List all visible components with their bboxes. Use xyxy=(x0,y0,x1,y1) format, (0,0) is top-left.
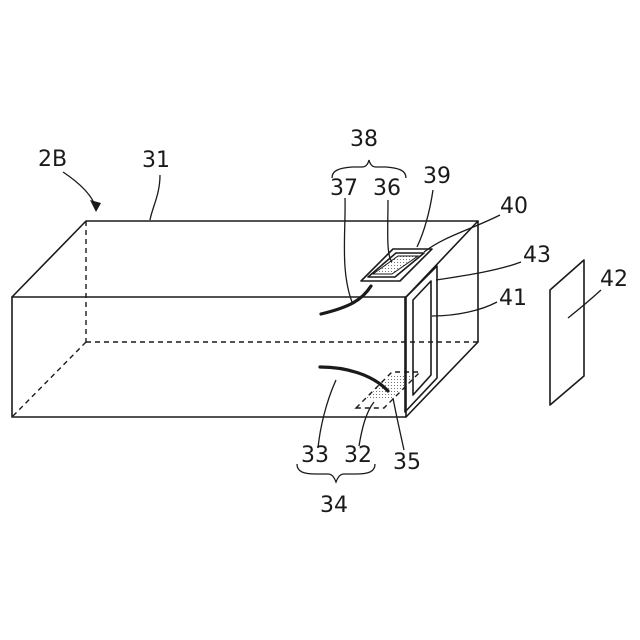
label-40: 40 xyxy=(500,194,528,219)
top-sensor xyxy=(321,249,432,314)
label-33: 33 xyxy=(301,443,329,468)
label-43: 43 xyxy=(523,243,551,268)
label-41: 41 xyxy=(499,286,527,311)
reference-labels: 2B 31 38 37 36 39 40 43 41 42 33 32 35 3… xyxy=(38,127,628,518)
label-32: 32 xyxy=(344,443,372,468)
label-36: 36 xyxy=(373,176,401,201)
window-pane xyxy=(413,281,431,395)
pad-fill xyxy=(366,374,419,398)
label-35: 35 xyxy=(393,450,421,475)
label-38: 38 xyxy=(350,127,378,152)
label-37: 37 xyxy=(330,176,358,201)
label-34: 34 xyxy=(320,493,348,518)
label-42: 42 xyxy=(600,267,628,292)
sensor-element xyxy=(373,256,418,274)
housing-box xyxy=(12,221,478,417)
lead-wire-top xyxy=(321,286,371,314)
label-31: 31 xyxy=(142,148,170,173)
label-2B: 2B xyxy=(38,147,67,172)
external-plate xyxy=(550,260,584,405)
label-39: 39 xyxy=(423,164,451,189)
